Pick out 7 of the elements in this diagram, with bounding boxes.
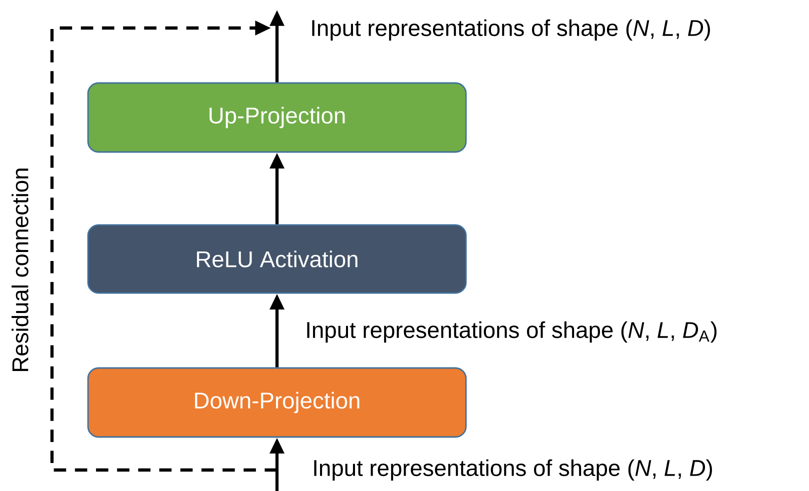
- edge-label: Input representations of shape (N, L, D): [314, 459, 712, 481]
- side-label: Residual connection: [12, 168, 28, 371]
- edge-label: Input representations of shape (N, L, D): [312, 19, 710, 41]
- process-box: Up-Projection: [87, 82, 467, 153]
- process-box: Down-Projection: [87, 367, 467, 438]
- edge-label: Input representations of shape (N, L, D$_{A}$): [307, 321, 716, 343]
- process-box: ReLU Activation: [87, 224, 467, 294]
